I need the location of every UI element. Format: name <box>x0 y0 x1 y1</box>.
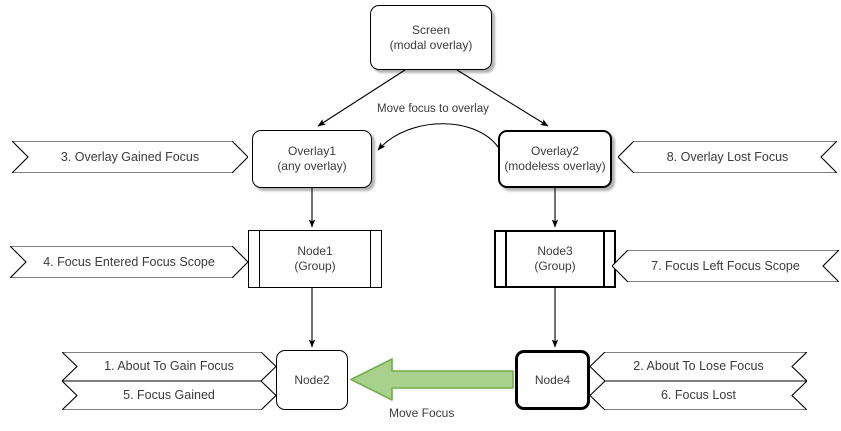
green-move-focus-arrow <box>350 358 514 401</box>
edge-screen-to-overlay1 <box>317 69 406 127</box>
banner-shape-left-icon <box>62 381 276 410</box>
banner-label: 7. Focus Left Focus Scope <box>651 258 800 273</box>
node-node3-group[interactable]: Node3 (Group) <box>494 230 616 288</box>
node-screen[interactable]: Screen (modal overlay) <box>370 5 492 70</box>
banner-overlay-gained-focus[interactable]: 3. Overlay Gained Focus <box>12 141 248 173</box>
node-node2[interactable]: Node2 <box>276 350 348 410</box>
banner-label: 3. Overlay Gained Focus <box>60 149 200 164</box>
node-node1-line1: Node1 <box>297 244 333 258</box>
banner-focus-left-focus-scope[interactable]: 7. Focus Left Focus Scope <box>612 250 839 282</box>
node-overlay1-line2: (any overlay) <box>277 159 347 173</box>
node-node3-line1: Node3 <box>537 244 573 258</box>
group-bar-right-icon <box>603 232 605 286</box>
node-overlay1-line1: Overlay1 <box>287 144 337 158</box>
banner-focus-entered-focus-scope[interactable]: 4. Focus Entered Focus Scope <box>10 246 248 278</box>
banner-label: 6. Focus Lost <box>660 388 737 403</box>
group-bar-right-icon <box>370 231 371 287</box>
banner-label: 8. Overlay Lost Focus <box>666 149 789 164</box>
edge-label-move-focus-to-overlay: Move focus to overlay <box>377 103 489 115</box>
banner-label: 5. Focus Gained <box>123 388 215 403</box>
banner-shape-left-icon <box>10 246 248 278</box>
node-node1-group[interactable]: Node1 (Group) <box>248 230 382 288</box>
node-screen-line1: Screen <box>411 22 451 37</box>
banner-shape-right-icon <box>612 250 839 282</box>
node-overlay2-line1: Overlay2 <box>530 144 580 158</box>
banner-label: 1. About To Gain Focus <box>104 359 234 374</box>
banner-shape-right-icon <box>618 141 837 173</box>
banner-focus-gained[interactable]: 5. Focus Gained <box>62 381 276 410</box>
banner-about-to-lose-focus[interactable]: 2. About To Lose Focus <box>590 352 807 381</box>
banner-focus-lost[interactable]: 6. Focus Lost <box>590 381 807 410</box>
node-node4-line1: Node4 <box>534 372 571 387</box>
node-node3-line2: (Group) <box>534 259 576 273</box>
node-screen-line2: (modal overlay) <box>389 37 473 52</box>
banner-about-to-gain-focus[interactable]: 1. About To Gain Focus <box>62 352 276 381</box>
node-overlay2[interactable]: Overlay2 (modeless overlay) <box>498 130 612 188</box>
node-node4[interactable]: Node4 <box>515 350 590 410</box>
edge-label-move-focus: Move Focus <box>389 406 455 420</box>
banner-shape-left-icon <box>12 141 248 173</box>
group-bar-left-icon <box>259 231 260 287</box>
edge-screen-to-overlay2 <box>456 69 549 127</box>
banner-shape-right-icon <box>590 352 807 381</box>
edge-overlay2-to-overlay1 <box>377 123 501 151</box>
node-node1-line2: (Group) <box>294 259 336 273</box>
node-overlay1[interactable]: Overlay1 (any overlay) <box>252 130 372 188</box>
banner-shape-left-icon <box>62 352 276 381</box>
banner-overlay-lost-focus[interactable]: 8. Overlay Lost Focus <box>618 141 837 173</box>
banner-label: 2. About To Lose Focus <box>633 359 764 374</box>
node-node2-line1: Node2 <box>294 372 330 387</box>
node-overlay2-line2: (modeless overlay) <box>504 159 606 173</box>
banner-label: 4. Focus Entered Focus Scope <box>43 254 215 269</box>
group-bar-left-icon <box>505 232 507 286</box>
banner-shape-right-icon <box>590 381 807 410</box>
